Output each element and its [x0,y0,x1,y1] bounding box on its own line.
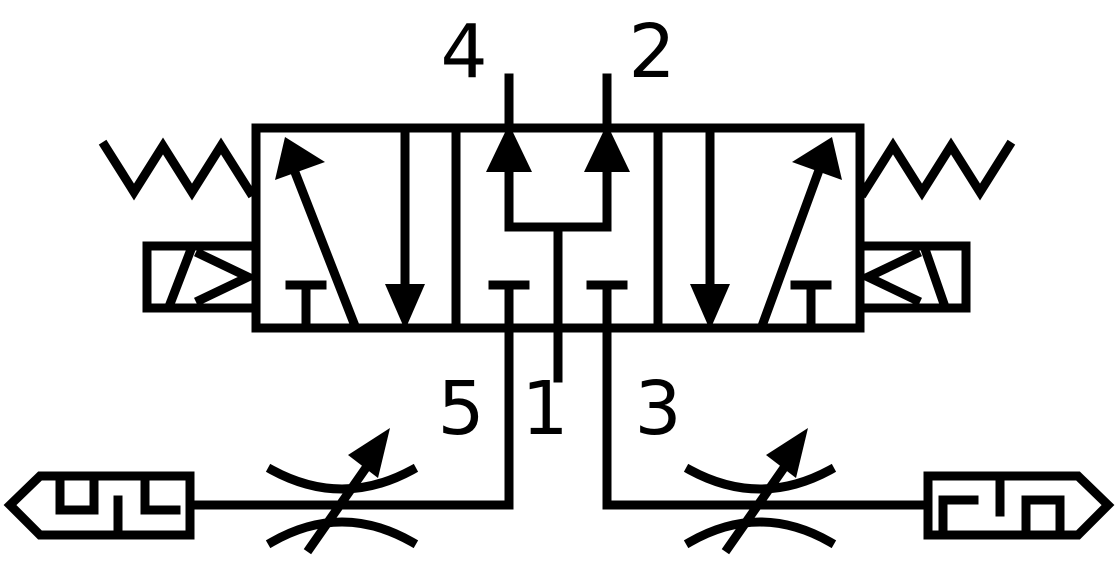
right-adjustable-throttle-icon [683,455,837,555]
left-spring-icon [98,137,257,201]
right-solenoid-icon [855,241,971,313]
port-label-4: 4 [440,9,487,95]
right-throttle-arrowhead-icon [766,428,808,478]
port-label-1: 1 [521,366,568,452]
right-down-arrowhead-icon [690,284,730,330]
exhaust-line-port-3 [602,280,933,510]
exhaust-line-port-5 [185,280,514,510]
port-4-arrowhead-icon [486,124,532,172]
port-label-5: 5 [437,366,484,452]
right-position-diagonal-arrow [756,156,828,332]
right-silencer-icon [923,471,1115,540]
left-down-arrowhead-icon [385,284,425,330]
right-diagonal-arrowhead-icon [792,137,842,180]
right-position-blocked-port-icon [790,280,832,331]
port-label-3: 3 [634,366,681,452]
right-spring-icon [857,137,1016,201]
left-diagonal-arrowhead-icon [275,137,325,180]
port-label-2: 2 [628,9,675,95]
left-position-diagonal-arrow [285,156,361,332]
left-solenoid-icon [142,241,261,313]
left-silencer-icon [3,471,195,540]
port-2-arrowhead-icon [584,124,630,172]
left-position-blocked-port-icon [285,280,327,331]
left-throttle-arrowhead-icon [348,428,390,478]
left-adjustable-throttle-icon [265,455,419,555]
